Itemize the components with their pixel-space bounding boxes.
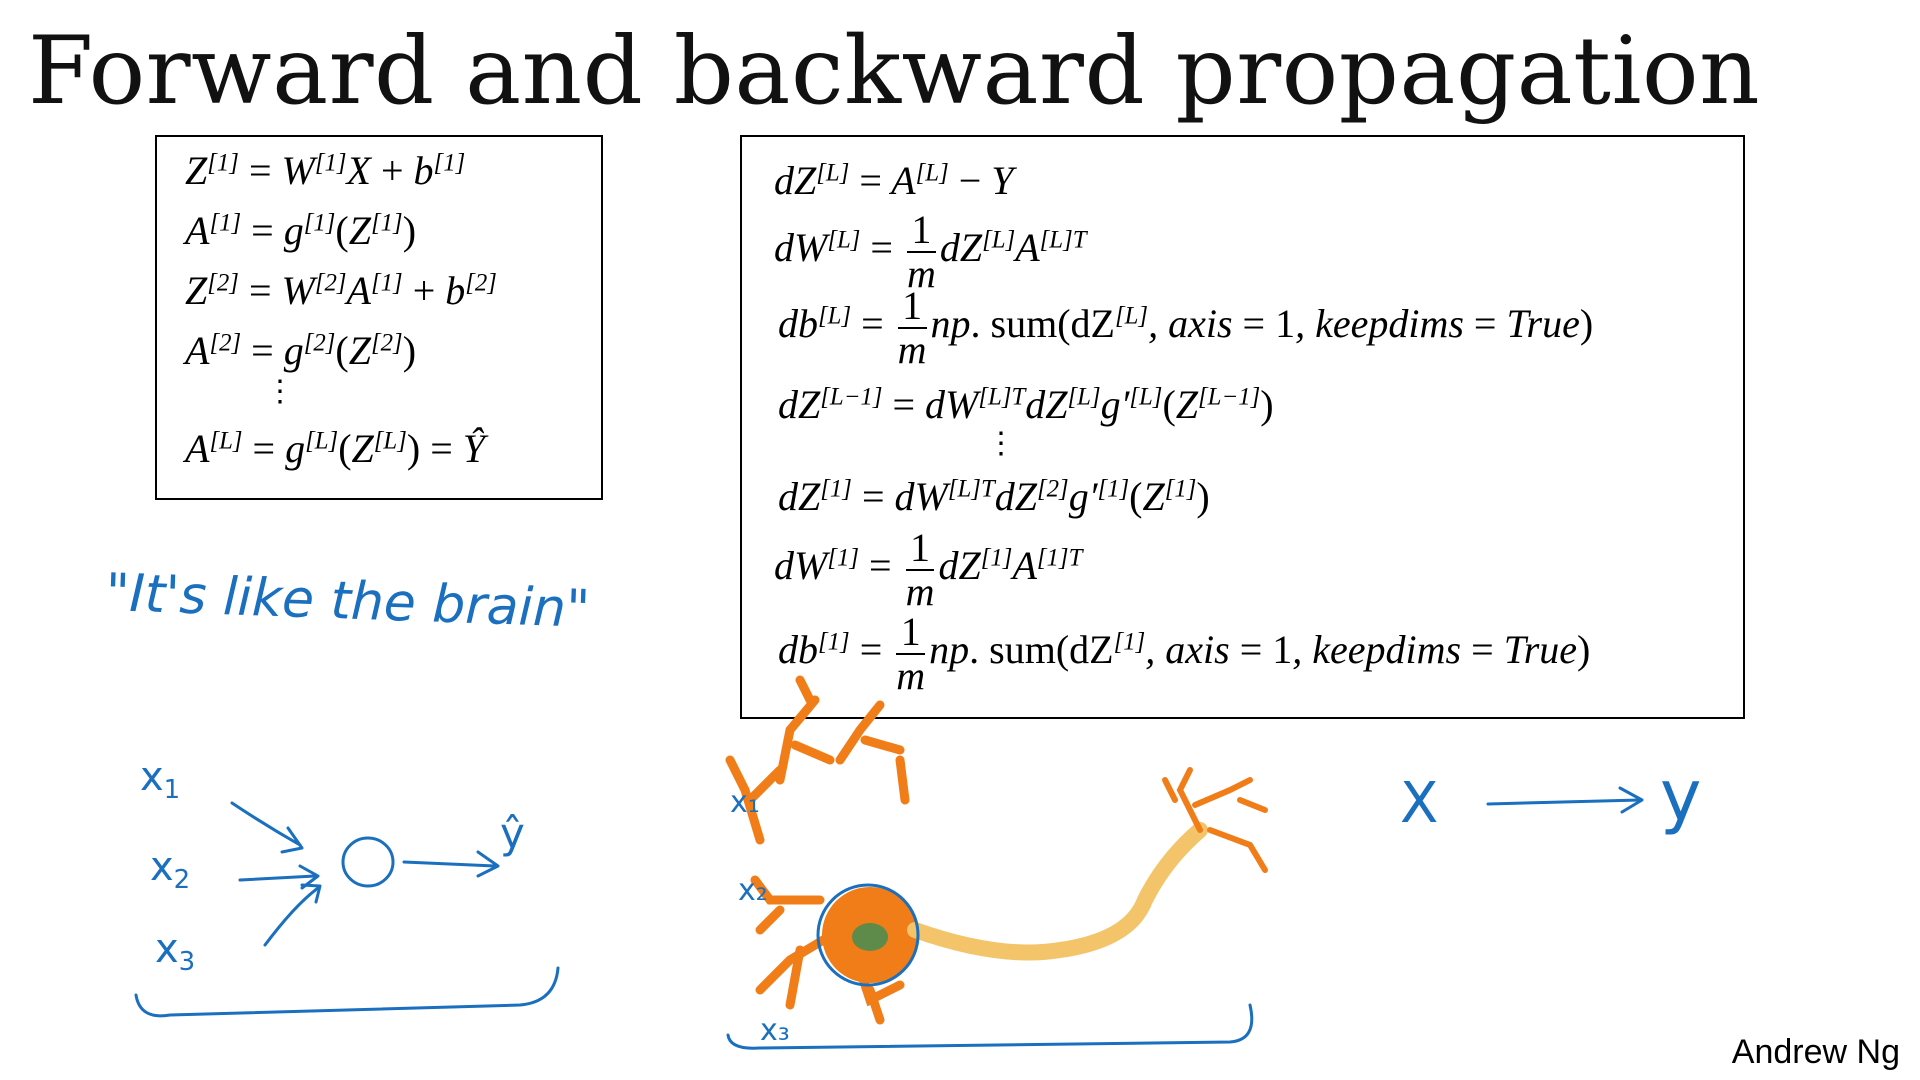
neuron-brace-icon [726,1003,1254,1050]
arrow-icon [1486,798,1642,806]
arrow-head-icon [1618,786,1644,814]
forward-eq-z1: Z[1] = W[1]X + b[1] [185,148,466,193]
neuron-x3-label: x₃ [760,1013,790,1048]
arrow-icon [238,874,317,882]
input-x2-label: x2 [150,844,190,895]
neuron-illustration [725,675,1268,1025]
input-x1-label: x1 [140,754,180,805]
neuron-node-circle [341,836,395,888]
backward-eq-dzL: dZ[L] = A[L] − Y [774,158,1014,203]
backward-eq-dz1: dZ[1] = dW[L]TdZ[2]g′[1](Z[1]) [778,474,1210,519]
forward-eq-z2: Z[2] = W[2]A[1] + b[2] [185,268,497,313]
neuron-soma-ring [816,883,920,987]
forward-eq-a2: A[2] = g[2](Z[2]) [185,328,417,373]
neuron-x2-label: x₂ [738,873,768,908]
arrow-head-icon [476,850,500,878]
output-y-label: y [1660,755,1701,837]
forward-eq-al: A[L] = g[L](Z[L]) = Ŷ [185,426,485,471]
neuron-x1-label: x₁ [730,785,760,820]
yhat-label: ŷ [500,809,525,858]
arrow-icon [402,860,497,868]
arrow-icon [230,801,302,847]
slide-title: Forward and backward propagation [28,17,1761,126]
quote-it-s-like-the-brain: "It's like the brain" [105,563,591,640]
input-x3-label: x3 [155,926,195,977]
forward-eq-a1: A[1] = g[1](Z[1]) [185,208,417,253]
left-brace-icon [134,966,560,1018]
arrow-head-icon [280,826,304,854]
arrow-icon [263,886,320,947]
input-x-label: X [1400,771,1438,836]
arrow-head-icon [300,883,322,904]
author-name: Andrew Ng [1731,1033,1900,1071]
backward-eq-dzL-1: dZ[L−1] = dW[L]TdZ[L]g′[L](Z[L−1]) [778,382,1274,427]
forward-equations-box: Z[1] = W[1]X + b[1] A[1] = g[1](Z[1]) Z[… [155,135,603,500]
